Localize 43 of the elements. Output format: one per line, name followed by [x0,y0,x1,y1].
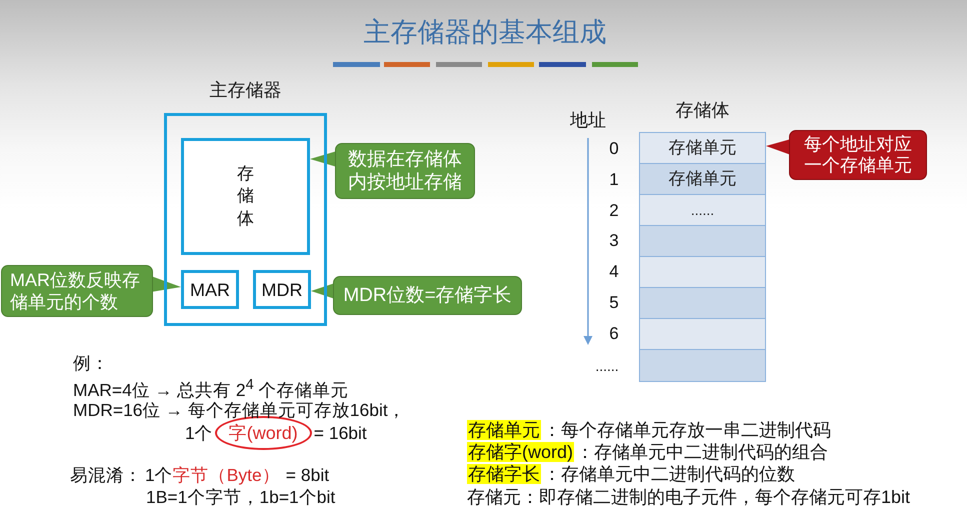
storage-cell [639,225,766,258]
address-number: 2 [609,200,619,222]
storage-cell [639,349,766,382]
box-heading: 主存储器 [210,79,282,102]
term-definition: ：存储单元中二进制代码的组合 [576,441,828,463]
equation-text: 1个 [145,464,173,486]
storage-cell: ...... [639,194,766,226]
equation-text: 1个 [185,422,213,444]
storage-box: 存储体 [181,138,310,255]
address-number: 5 [609,292,619,314]
callout-bubble: MDR位数=存储字长 [333,276,522,315]
equation-text: = 8bit [286,464,330,486]
callout-bubble: MAR位数反映存储单元的个数 [1,265,153,317]
example-line: MAR=4位 → 总共有 2$^{4}$ 个存储单元 [73,376,349,401]
equation-text: = 16bit [314,422,367,444]
register-box: MAR [181,270,239,309]
highlighted-term: 存储单元 [467,420,541,440]
note-heading: 易混淆： [70,464,142,486]
address-number: 3 [609,230,619,252]
address-number: 0 [609,138,619,160]
address-number: 6 [609,322,619,345]
term-definition: ：存储单元中二进制代码的位数 [543,463,795,485]
ellipsis-text: ...... [595,357,619,376]
emphasized-term: 字节（Byte） [172,464,280,486]
address-number: 1 [609,168,619,191]
highlighted-term: 存储字(word) [467,442,574,462]
callout-bubble: 每个地址对应一个存储单元 [789,130,927,180]
register-box: MDR [253,270,311,309]
definition-line: 存储元：即存储二进制的电子元件，每个存储元可存1bit [467,486,910,508]
column-heading: 地址 [570,109,606,131]
highlighted-term: 存储字长 [467,464,541,484]
storage-cell: 存储单元 [639,163,766,196]
storage-cell [639,256,766,288]
address-number: 4 [609,261,619,284]
storage-cell: 存储单元 [639,132,766,164]
term-definition: ：每个存储单元存放一串二进制代码 [543,419,831,441]
callout-bubble: 数据在存储体内按地址存储 [335,143,475,199]
table-heading: 存储体 [676,99,730,122]
storage-cell [639,318,766,350]
slide-title: 主存储器的基本组成 [364,16,606,49]
storage-cell [639,287,766,320]
example-heading: 例： [73,352,109,374]
note-line: 1B=1个字节，1b=1个bit [146,486,336,508]
